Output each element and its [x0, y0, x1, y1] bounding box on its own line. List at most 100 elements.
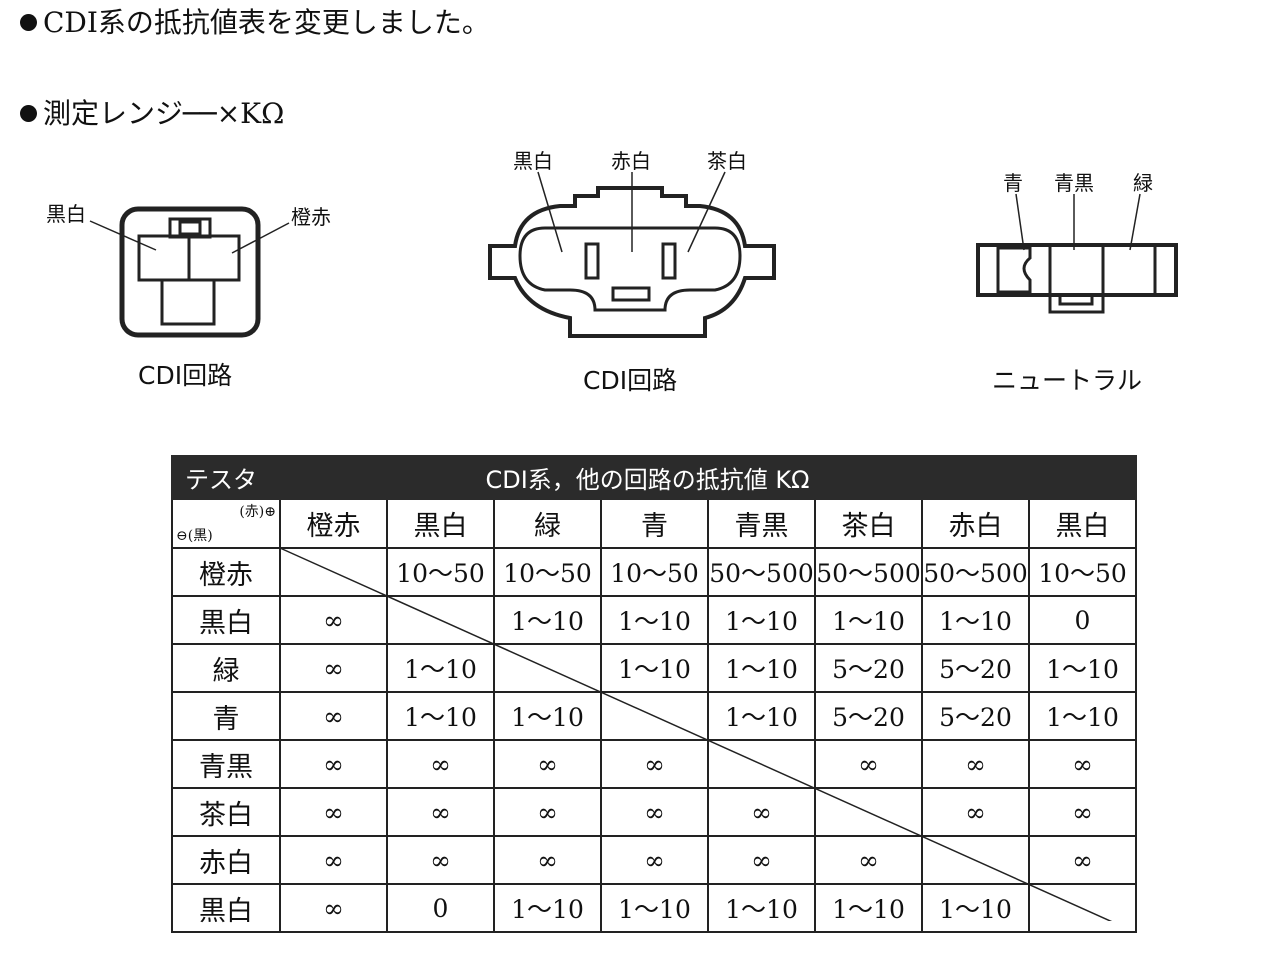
table-cell: 50～500 [814, 547, 923, 597]
table-cell: ∞ [814, 835, 923, 885]
table-cell: 1～10 [707, 643, 816, 693]
resistance-table: テスタ CDI系，他の回路の抵抗値 KΩ (赤)⊕ ⊖(黒) 橙赤黒白緑青青黒茶… [171, 455, 1137, 933]
negative-probe-label: ⊖(黒) [176, 528, 213, 544]
center-wire-label: 黒白 [513, 149, 553, 173]
range-text: 測定レンジ──×KΩ [43, 97, 285, 130]
table-cell: 1～10 [386, 691, 495, 741]
table-cell: 5～20 [921, 691, 1030, 741]
center-wire-label: 赤白 [611, 149, 651, 173]
table-cell: 50～500 [921, 547, 1030, 597]
table-cell: ∞ [279, 739, 388, 789]
table-cell: 1～10 [386, 643, 495, 693]
table-cell: 1～10 [707, 883, 816, 933]
center-connector-caption: CDI回路 [583, 366, 678, 395]
row-header: 緑 [171, 643, 281, 693]
notice-text: CDI系の抵抗値表を変更しました。 [43, 6, 490, 39]
table-cell: 1～10 [493, 883, 602, 933]
right-wire-label: 青 [1003, 171, 1023, 195]
table-cell: 1～10 [1028, 643, 1137, 693]
row-header: 青黒 [171, 739, 281, 789]
table-cell [279, 547, 388, 597]
table-cell: ∞ [493, 835, 602, 885]
table-row: 青黒∞∞∞∞∞∞∞ [171, 739, 1137, 789]
table-cell: ∞ [279, 691, 388, 741]
row-header: 橙赤 [171, 547, 281, 597]
table-cell: 1～10 [493, 691, 602, 741]
table-cell: ∞ [600, 787, 709, 837]
table-row: 茶白∞∞∞∞∞∞∞ [171, 787, 1137, 837]
table-cell: 1～10 [1028, 691, 1137, 741]
row-header: 赤白 [171, 835, 281, 885]
table-cell: ∞ [1028, 787, 1137, 837]
bullet-icon [20, 105, 37, 122]
table-corner-cell: (赤)⊕ ⊖(黒) [171, 498, 281, 549]
right-connector-caption: ニュートラル [992, 366, 1143, 395]
table-cell: 5～20 [921, 643, 1030, 693]
table-cell: 10～50 [386, 547, 495, 597]
row-header: 黒白 [171, 883, 281, 933]
bullet-icon [20, 14, 37, 31]
table-cell [921, 835, 1030, 885]
right-wire-label: 緑 [1133, 171, 1153, 195]
table-cell: 1～10 [600, 643, 709, 693]
table-title-row: テスタ CDI系，他の回路の抵抗値 KΩ [171, 455, 1137, 500]
left-connector-caption: CDI回路 [138, 361, 233, 390]
column-header: 黒白 [1028, 498, 1137, 549]
table-cell: ∞ [279, 787, 388, 837]
column-header: 橙赤 [279, 498, 388, 549]
table-cell: 10～50 [1028, 547, 1137, 597]
left-wire-label: 橙赤 [291, 205, 331, 229]
table-cell [707, 739, 816, 789]
table-cell: ∞ [921, 739, 1030, 789]
table-row: 赤白∞∞∞∞∞∞∞ [171, 835, 1137, 885]
table-cell: ∞ [1028, 835, 1137, 885]
table-cell: ∞ [814, 739, 923, 789]
row-header: 茶白 [171, 787, 281, 837]
notice-line: CDI系の抵抗値表を変更しました。 [20, 6, 490, 40]
table-cell: 10～50 [600, 547, 709, 597]
table-cell: ∞ [386, 787, 495, 837]
table-cell [1028, 883, 1137, 933]
table-cell: ∞ [279, 883, 388, 933]
column-header: 青黒 [707, 498, 816, 549]
positive-probe-label: (赤)⊕ [239, 504, 276, 520]
row-header: 黒白 [171, 595, 281, 645]
table-title-tester: テスタ [171, 455, 280, 500]
table-cell: ∞ [600, 835, 709, 885]
table-cell: ∞ [386, 835, 495, 885]
column-header: 緑 [493, 498, 602, 549]
table-cell: 1～10 [921, 883, 1030, 933]
table-cell: ∞ [707, 835, 816, 885]
table-cell [493, 643, 602, 693]
table-cell: ∞ [707, 787, 816, 837]
table-cell: ∞ [921, 787, 1030, 837]
table-cell [386, 595, 495, 645]
table-header-row: (赤)⊕ ⊖(黒) 橙赤黒白緑青青黒茶白赤白黒白 [171, 498, 1137, 549]
table-title-main: CDI系，他の回路の抵抗値 KΩ [280, 455, 1137, 500]
column-header: 青 [600, 498, 709, 549]
table-cell: 1～10 [814, 883, 923, 933]
connector-diagrams: 黒白 橙赤 黒白 赤白 茶白 青 青黒 緑 [46, 149, 1178, 338]
table-cell: 0 [386, 883, 495, 933]
table-cell [814, 787, 923, 837]
table-cell: 0 [1028, 595, 1137, 645]
table-cell: 1～10 [707, 595, 816, 645]
right-connector-diagram [976, 193, 1178, 314]
column-header: 茶白 [814, 498, 923, 549]
center-connector-diagram [488, 171, 776, 338]
table-cell: 5～20 [814, 643, 923, 693]
table-cell: 1～10 [600, 883, 709, 933]
left-connector-diagram [89, 206, 290, 338]
right-wire-label: 青黒 [1054, 171, 1094, 195]
table-cell: ∞ [279, 595, 388, 645]
table-cell: ∞ [279, 835, 388, 885]
range-line: 測定レンジ──×KΩ [20, 97, 284, 131]
left-wire-label: 黒白 [46, 202, 86, 226]
table-cell: 1～10 [921, 595, 1030, 645]
table-cell: ∞ [279, 643, 388, 693]
column-header: 黒白 [386, 498, 495, 549]
